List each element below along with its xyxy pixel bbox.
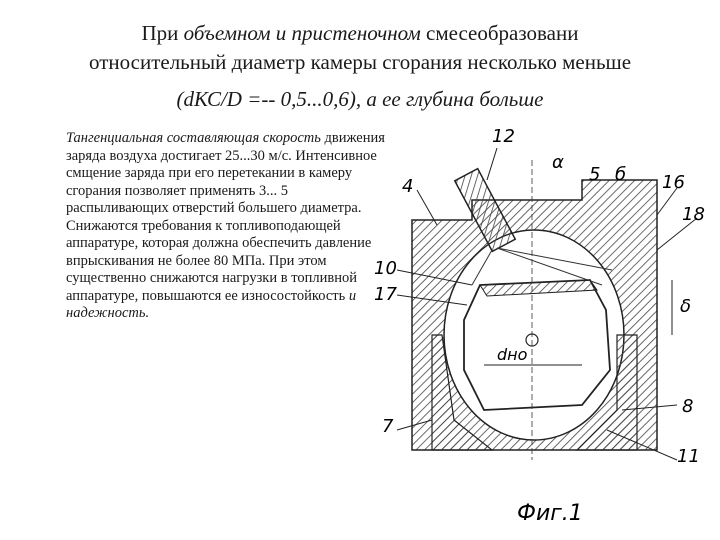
title-line-2: относительный диаметр камеры сгорания не… xyxy=(88,50,632,74)
combustion-chamber-figure: 12 α 5 б 16 18 4 10 17 δ dно 8 7 11 Фиг.… xyxy=(372,120,712,540)
body-italic-end: и надежность. xyxy=(66,287,357,322)
label-17: 17 xyxy=(374,284,397,305)
piston-insert-right xyxy=(575,334,638,451)
formula-line: (dКС/D =-- 0,5...0,6), а ее глубина боль… xyxy=(176,87,544,111)
title-line-1-suffix: смесеобразовани xyxy=(420,21,579,45)
label-10: 10 xyxy=(374,258,397,279)
body-main-text: движения заряда воздуха достигает 25...3… xyxy=(66,130,385,304)
injector-nozzle xyxy=(453,167,613,286)
inner-chamber-wall xyxy=(479,279,598,297)
leader-18 xyxy=(656,217,698,251)
figure-caption: Фиг.1 xyxy=(517,501,583,526)
leader-11 xyxy=(606,429,678,461)
leader-12 xyxy=(486,147,498,181)
label-4: 4 xyxy=(402,176,413,197)
leader-4 xyxy=(416,189,438,226)
piston-insert xyxy=(431,334,494,451)
leader-17 xyxy=(396,294,468,306)
title-line-1: При объемном и пристеночном смесеобразов… xyxy=(0,20,720,46)
label-8: 8 xyxy=(682,396,693,417)
label-12: 12 xyxy=(492,126,515,147)
label-7: 7 xyxy=(382,416,394,437)
body-paragraph: Тангенциальная составляющая скорость дви… xyxy=(66,130,386,323)
inner-chamber xyxy=(463,279,611,411)
chamber-drawing: 12 α 5 б 16 18 4 10 17 δ dно 8 7 11 Фиг.… xyxy=(374,126,705,526)
body-italic-start: Тангенциальная составляющая скорость xyxy=(66,130,321,146)
label-5: 5 xyxy=(589,164,600,185)
title-line-1-emphasis: объемном и пристеночном xyxy=(183,21,421,45)
label-dn0: dно xyxy=(497,345,528,364)
title-line-1-prefix: При xyxy=(141,21,184,45)
leader-10 xyxy=(396,269,473,286)
label-18: 18 xyxy=(682,204,705,225)
leader-7 xyxy=(396,419,433,431)
label-6: б xyxy=(615,164,626,185)
leader-8 xyxy=(621,404,678,411)
label-11: 11 xyxy=(677,446,700,467)
label-delta: δ xyxy=(680,296,691,317)
leader-16 xyxy=(656,187,678,216)
label-alpha: α xyxy=(552,152,564,173)
label-16: 16 xyxy=(662,172,685,193)
